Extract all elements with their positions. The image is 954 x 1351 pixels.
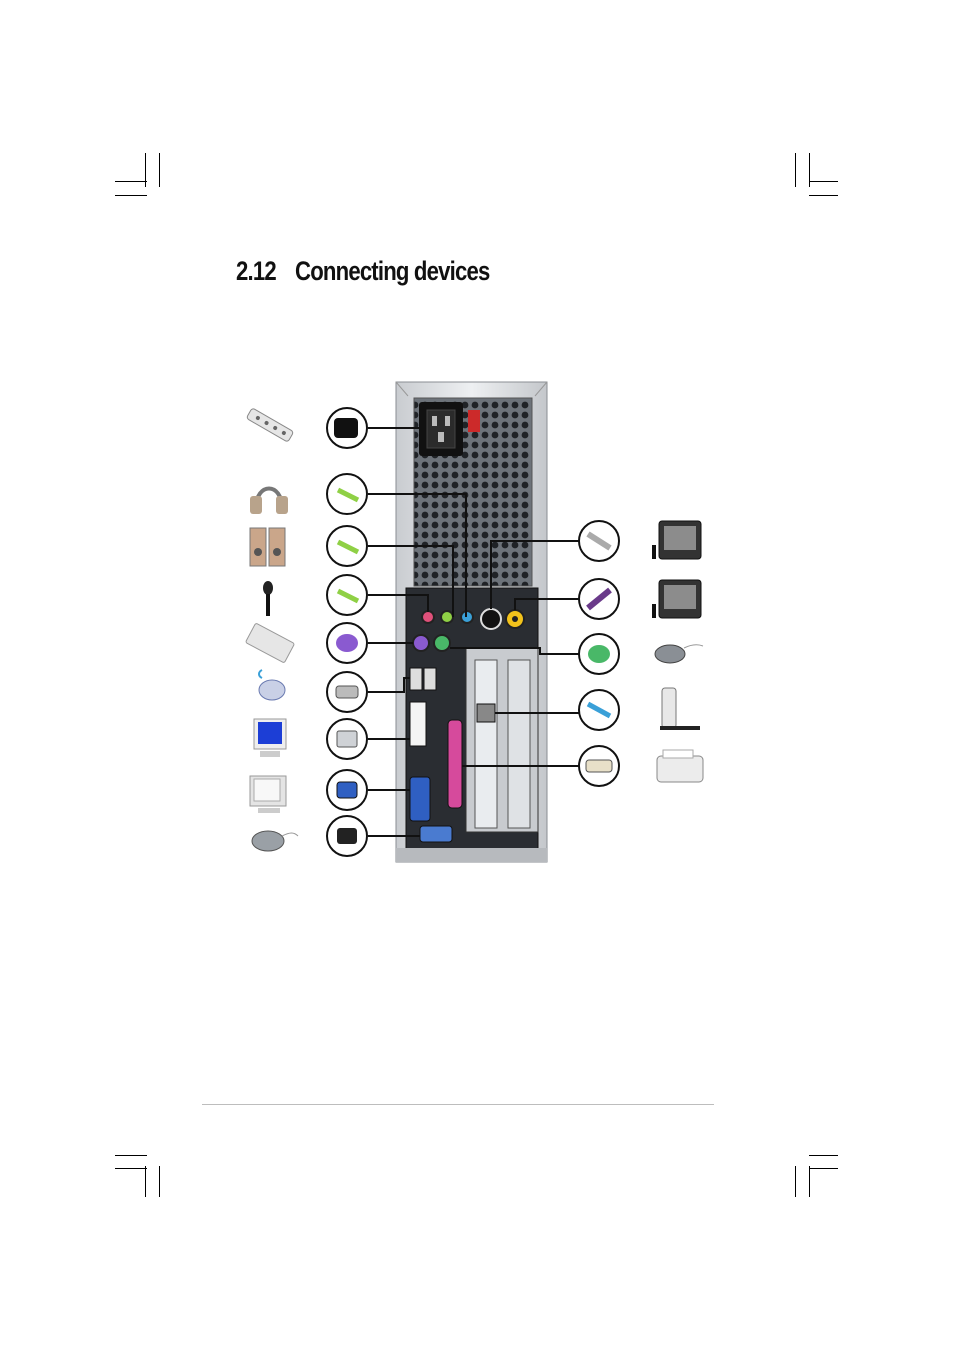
power-strip-icon <box>246 408 294 442</box>
lcd-monitor-icon <box>254 719 286 757</box>
serial-mouse-icon <box>252 831 298 851</box>
serial-port <box>420 826 452 842</box>
lan-port <box>477 704 495 722</box>
headphones-icon <box>250 489 288 515</box>
vga-port <box>410 777 430 821</box>
crt-monitor-icon <box>250 776 286 813</box>
ps2-mouse-icon <box>655 645 703 663</box>
vga-plug-icon <box>337 782 357 798</box>
tv-composite-icon <box>652 580 701 618</box>
microphone-icon <box>263 581 273 616</box>
ps2-mouse-port <box>434 635 450 651</box>
left-devices <box>245 408 298 851</box>
dvi-plug-icon <box>337 731 357 747</box>
line-out-port <box>441 611 453 623</box>
ps2-plug-icon <box>588 645 610 663</box>
parallel-plug-icon <box>586 760 612 772</box>
speakers-icon <box>250 528 285 566</box>
usb-port <box>410 668 422 690</box>
right-devices <box>652 521 703 782</box>
serial-plug-icon <box>337 828 357 844</box>
parallel-port <box>448 720 462 808</box>
footer-rule <box>202 1104 714 1105</box>
ps2-keyboard-port <box>413 635 429 651</box>
mic-port <box>422 611 434 623</box>
usb-mouse-icon <box>259 670 285 700</box>
expansion-slot <box>475 660 497 828</box>
ps2-plug-icon <box>336 634 358 652</box>
usb-port <box>424 668 436 690</box>
usb-plug-icon <box>336 686 358 698</box>
voltage-switch <box>468 410 480 432</box>
pc-chassis <box>396 382 547 862</box>
expansion-slot <box>508 660 530 828</box>
network-modem-icon <box>660 688 700 730</box>
power-plug-icon <box>334 418 358 438</box>
printer-icon <box>657 750 703 782</box>
tv-svideo-icon <box>652 521 701 559</box>
s-video-port <box>481 609 501 629</box>
dvi-port <box>410 702 426 746</box>
keyboard-icon <box>245 623 294 663</box>
